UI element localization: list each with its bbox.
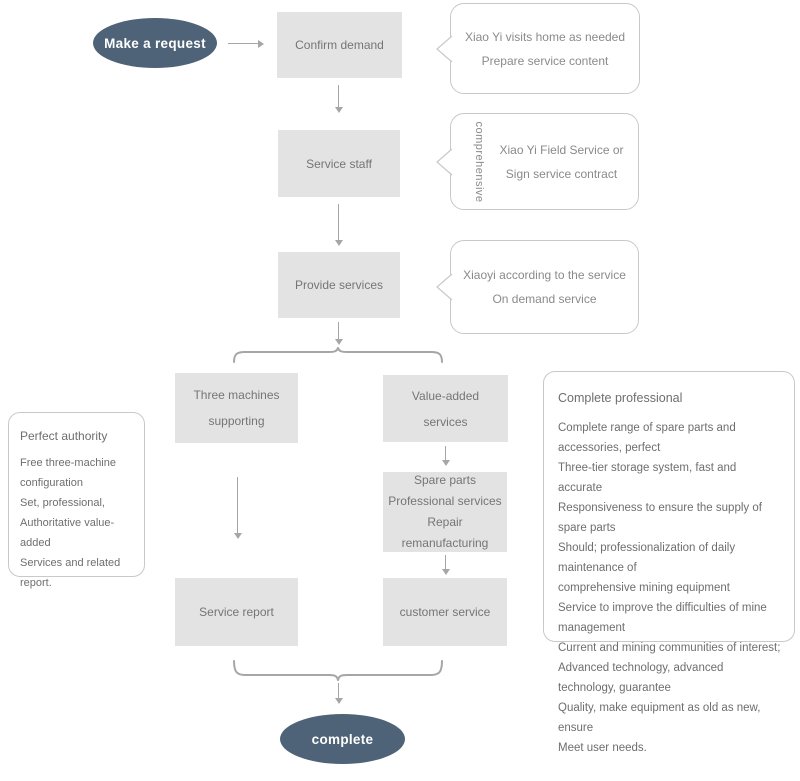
note-line: report. [20,577,52,589]
box-confirm-demand: Confirm demand [277,12,402,78]
box-line: Value-added [411,388,480,403]
arrow-head [334,339,343,345]
arrow-shaft [338,322,339,339]
arrow-shaft [445,555,446,569]
arrow-down-icon [334,204,343,246]
vertical-label-comprehensive: comprehensive [473,120,485,203]
note-line: Should; professionalization of daily mai… [558,542,736,574]
arrow-head [441,569,450,575]
note-complete-professional: Complete professional Complete range of … [543,371,795,754]
arrow-head [334,698,343,704]
box-spare-parts: Spare parts Professional services Repair… [383,472,507,552]
callout-on-demand: Xiaoyi according to the service On deman… [436,240,639,334]
callout-tail-icon [436,148,453,175]
box-service-staff: Service staff [278,130,400,197]
note-line: Current and mining communities of intere… [558,642,781,654]
start-node: Make a request [93,18,217,68]
box-three-machines: Three machines supporting [175,373,298,443]
arrow-shaft [228,43,258,44]
note-line: Meet user needs. [558,742,647,754]
callout-line: Prepare service content [481,53,609,68]
note-line: Set, professional, [20,497,105,509]
arrow-head [258,39,264,48]
callout-line: Xiao Yi Field Service or [499,142,624,157]
box-provide-services: Provide services [278,252,400,318]
arrow-shaft [338,85,339,107]
box-value-added: Value-added services [383,375,508,442]
note-line: Quality, make equipment as old as new, e… [558,702,761,734]
start-node-label: Make a request [104,35,206,51]
note-line: Free three-machine configuration [20,457,116,489]
box-customer-service-label: customer service [399,605,491,619]
box-customer-service: customer service [383,578,507,646]
arrow-head [334,107,343,113]
note-line: Services and related [20,557,121,569]
arrow-down-icon [233,477,242,539]
end-node: complete [280,714,405,764]
callout-line: Xiao Yi visits home as needed [464,29,626,44]
box-service-staff-label: Service staff [306,156,372,171]
callout-tail-icon [436,273,453,301]
box-line: supporting [208,414,265,428]
arrow-right-icon [228,39,264,48]
box-line: Professional services [388,494,502,508]
callout-line: On demand service [492,292,597,306]
note-title: Complete professional [558,391,683,405]
arrow-shaft [237,477,238,533]
note-line: Three-tier storage system, fast and accu… [558,462,737,494]
callout-line: Xiaoyi according to the service [463,268,626,282]
box-confirm-demand-label: Confirm demand [295,38,384,52]
split-brace-icon [233,347,443,363]
arrow-down-icon [334,683,343,704]
merge-brace-icon [233,660,443,681]
note-line: Complete range of spare parts and access… [558,422,736,454]
arrow-shaft [338,204,339,240]
arrow-head [441,460,450,466]
arrow-down-icon [334,85,343,113]
callout-visits-home: Xiao Yi visits home as needed Prepare se… [436,3,640,94]
note-line: comprehensive mining equipment [558,582,730,594]
box-provide-services-label: Provide services [294,278,384,292]
note-perfect-authority: Perfect authority Free three-machine con… [8,412,145,589]
spacer [20,443,134,453]
note-line: Responsiveness to ensure the supply of s… [558,502,762,534]
end-node-label: complete [311,731,374,747]
arrow-down-icon [441,446,450,466]
arrow-shaft [445,446,446,460]
arrow-down-icon [441,555,450,575]
arrow-down-icon [334,322,343,345]
callout-line: Sign service contract [505,166,618,181]
note-title: Perfect authority [20,429,108,443]
box-line: services [423,414,468,429]
box-service-report-label: Service report [199,605,274,619]
note-line: Service to improve the difficulties of m… [558,602,767,634]
arrow-shaft [338,683,339,698]
note-line: Authoritative value-added [20,517,115,549]
callout-field-service: comprehensive Xiao Yi Field Service or S… [436,113,639,210]
box-service-report: Service report [175,578,298,646]
box-line: Repair remanufacturing [401,515,489,550]
box-line: Spare parts [413,473,477,487]
spacer [558,405,782,418]
callout-tail-icon [436,35,453,62]
note-line: Advanced technology, advanced technology… [558,662,724,694]
arrow-head [334,240,343,246]
arrow-head [233,533,242,539]
box-line: Three machines [193,388,280,402]
